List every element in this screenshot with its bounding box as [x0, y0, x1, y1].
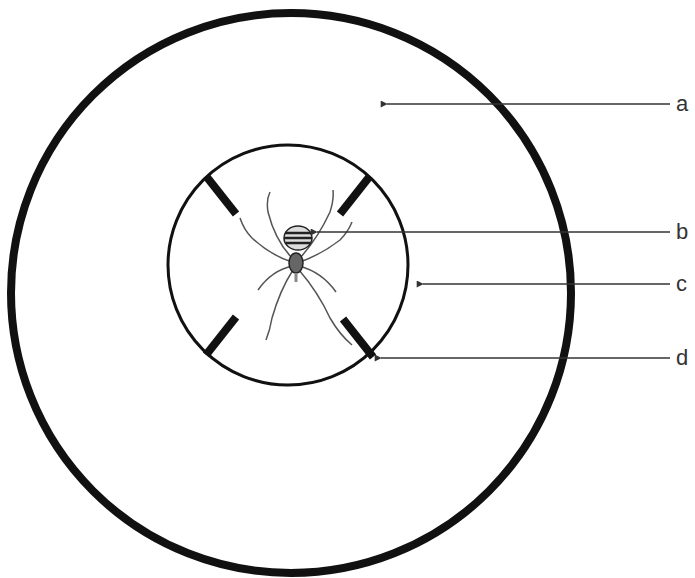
spider	[240, 190, 352, 345]
leader-arrow	[381, 357, 670, 359]
part-letter: c	[676, 273, 687, 295]
part-letter: a	[676, 93, 688, 115]
part-letter: b	[676, 221, 688, 243]
leader-arrow	[387, 103, 670, 105]
leader-arrow	[423, 283, 670, 285]
barriers	[206, 176, 373, 357]
inner-arena	[168, 145, 408, 385]
barrier	[343, 319, 373, 357]
barrier	[206, 176, 236, 214]
barrier	[340, 176, 370, 214]
leader-arrow	[317, 231, 670, 233]
leader-lines	[317, 104, 670, 358]
outer-arena	[11, 13, 571, 573]
part-letter: d	[676, 347, 688, 369]
barrier	[206, 317, 236, 355]
